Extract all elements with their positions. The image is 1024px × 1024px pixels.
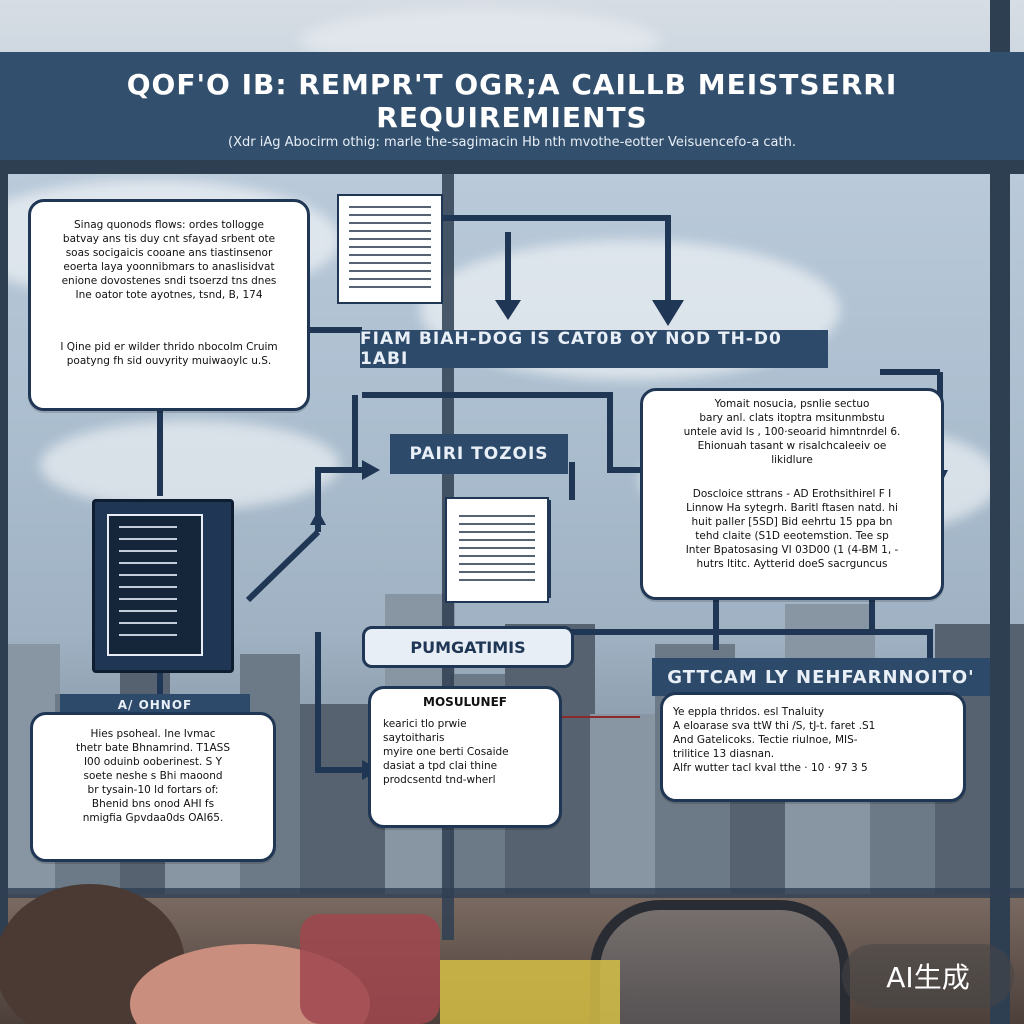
document-icon-middle xyxy=(445,497,549,603)
window-frame-top xyxy=(0,160,1024,174)
ai-generated-watermark: AI生成 xyxy=(842,944,1014,1008)
window-frame-right xyxy=(990,0,1010,1024)
window-frame-bottom xyxy=(0,888,1024,898)
person-silhouette xyxy=(0,884,440,1024)
text-box-top-left-p1: Sinag quonods flows: ordes tollogge batv… xyxy=(61,219,277,301)
text-box-top-left-p2: I Qine pid er wilder thrido nbocolm Crui… xyxy=(60,341,278,367)
gtcam-bar: GTTCAM LY NEHFARNNOITO' xyxy=(652,658,990,696)
page-title: QOF'O IB: REMPR'T OGR;A CAILLB MEISTSERR… xyxy=(126,68,898,134)
text-box-bottom-left: Hies psoheal. Ine Ivmac thetr bate Bhnam… xyxy=(30,712,276,862)
window-frame-left xyxy=(0,160,8,940)
server-tab: A/ OHNOF xyxy=(60,694,250,716)
text-box-mosulunef: MOSULUNEF kearici tlo prwie saytoitharis… xyxy=(368,686,562,828)
text-box-right-p1: Yomait nosucia, psnlie sectuo bary anl. … xyxy=(683,398,901,466)
mosulunef-title: MOSULUNEF xyxy=(423,695,507,709)
document-icon-top xyxy=(337,194,443,304)
server-device-icon xyxy=(92,499,234,673)
header-band xyxy=(0,52,1024,160)
pair-bar: PAIRI TOZOIS xyxy=(390,434,568,474)
text-box-bottom-right: Ye eppla thridos. esl Tnaluity A eloaras… xyxy=(660,692,966,802)
text-box-right: Yomait nosucia, psnlie sectuo bary anl. … xyxy=(640,388,944,600)
text-box-right-p2: Doscloice sttrans - AD Erothsithirel F I… xyxy=(685,488,899,570)
yellow-object xyxy=(440,960,620,1024)
main-process-bar: FIAM BIAH-DOG IS CAT0B OY NOD TH-D0 1ABI xyxy=(360,329,828,369)
pung-label: PUMGATIMIS xyxy=(362,626,574,668)
text-box-bottom-left-p1: Hies psoheal. Ine Ivmac thetr bate Bhnam… xyxy=(75,728,231,824)
mosulunef-body: kearici tlo prwie saytoitharis myire one… xyxy=(383,718,509,786)
page-subtitle: (Xdr iAg Abocirm othig: marle the-sagima… xyxy=(228,135,796,150)
text-box-bottom-right-p1: Ye eppla thridos. esl Tnaluity A eloaras… xyxy=(673,706,876,774)
glasses-object xyxy=(590,900,850,1024)
text-box-top-left: Sinag quonods flows: ordes tollogge batv… xyxy=(28,199,310,411)
